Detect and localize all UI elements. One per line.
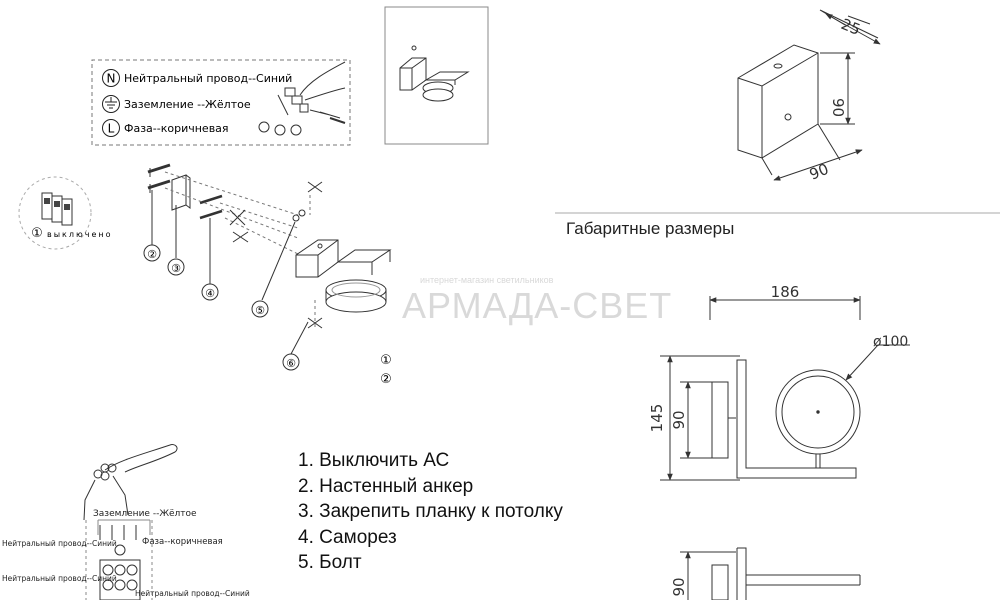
installation-steps: 1. Выключить АС 2. Настенный анкер 3. За…	[298, 448, 563, 576]
wiring-phase: Фаза--коричневая	[142, 537, 223, 547]
connector-sketch	[258, 61, 346, 136]
wiring-neutral-bottom-2: Нейтральный провод--Синий	[135, 589, 250, 598]
step-3: 3. Закрепить планку к потолку	[298, 501, 563, 522]
step-1: 1. Выключить АС	[298, 450, 450, 471]
ground-symbol-icon	[102, 95, 120, 113]
callout-6: ⑥	[286, 357, 296, 370]
box-3d-view	[737, 9, 881, 181]
step-5: 5. Болт	[298, 552, 362, 573]
dim-bottom-height: 90	[670, 577, 688, 596]
dim-total-width: 186	[771, 283, 800, 301]
product-thumbnail	[384, 6, 489, 145]
legend-neutral: Нейтральный провод--Синий	[124, 72, 292, 85]
dimensions-title: Габаритные размеры	[566, 219, 735, 238]
neutral-symbol-icon	[102, 69, 120, 87]
phase-symbol-icon	[102, 119, 120, 137]
legend-ground: Заземление --Жёлтое	[124, 98, 251, 111]
callout-5: ⑤	[255, 304, 265, 317]
side-elevation	[660, 296, 910, 481]
legend-phase: Фаза--коричневая	[124, 122, 229, 135]
dim-diameter: ø100	[873, 334, 908, 350]
rotate-icon	[229, 181, 323, 329]
dim-height-box: 90	[829, 98, 847, 117]
sequence-mark-1: ①	[380, 353, 392, 368]
wiring-neutral-left: Нейтральный провод--Синий	[2, 539, 117, 548]
breaker-switch: ① выключено	[18, 176, 112, 250]
wire-legend: N Нейтральный провод--Синий Заземление -…	[91, 59, 351, 146]
wiring-ground: Заземление --Жёлтое	[93, 509, 197, 519]
step-4: 4. Саморез	[298, 526, 397, 548]
watermark-brand: АРМАДА-СВЕТ	[402, 285, 673, 326]
callout-2: ②	[147, 248, 157, 261]
dim-depth: 25	[839, 15, 863, 39]
wiring-detail	[83, 444, 178, 600]
exploded-assembly	[147, 163, 392, 330]
callout-3: ③	[171, 262, 181, 275]
sequence-mark-2: ②	[380, 372, 392, 387]
breaker-number: ①	[31, 226, 43, 241]
neutral-symbol: N	[107, 72, 116, 86]
dim-base-height: 90	[670, 410, 688, 429]
phase-symbol: L	[108, 122, 115, 136]
dim-total-height: 145	[648, 404, 666, 433]
bottom-view	[680, 547, 861, 600]
callout-4: ④	[205, 287, 215, 300]
part-callouts: ② ③ ④ ⑤ ⑥ ① ②	[143, 190, 392, 387]
breaker-label: выключено	[47, 230, 112, 239]
dim-width-box: 90	[807, 160, 831, 184]
wiring-neutral-bottom: Нейтральный провод--Синий	[2, 574, 117, 583]
step-2: 2. Настенный анкер	[298, 475, 474, 497]
watermark-subtitle: интернет-магазин светильников	[420, 275, 554, 285]
